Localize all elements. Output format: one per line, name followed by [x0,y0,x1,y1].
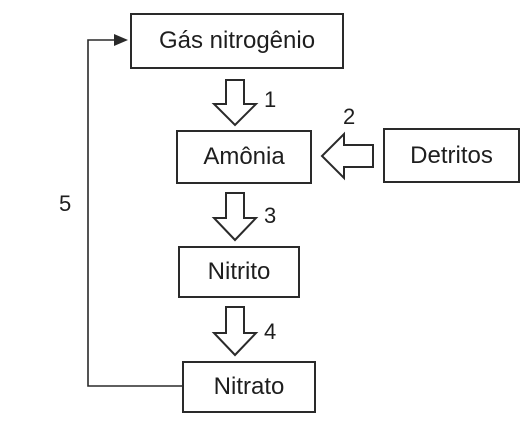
node-nitrato-label: Nitrato [213,373,285,400]
step-label-4: 4 [264,319,277,344]
node-gas-nitrogenio: Gás nitrogênio [130,13,344,69]
feedback-arrowhead [114,34,128,46]
node-nitrito: Nitrito [178,246,300,298]
arrow-1 [211,79,259,127]
arrow-2 [320,131,374,181]
node-detritos-label: Detritos [410,141,493,169]
step-label-3: 3 [264,203,277,228]
step-label-1: 1 [264,87,277,112]
step-label-2: 2 [343,104,356,129]
node-amonia: Amônia [176,130,312,184]
node-amonia-label: Amônia [203,143,285,170]
arrow-4 [211,306,259,357]
step-label-5: 5 [59,191,72,216]
feedback-line-5 [87,39,182,387]
node-nitrato: Nitrato [182,361,316,413]
node-nitrito-label: Nitrito [207,258,271,285]
arrow-3 [211,192,259,242]
node-detritos: Detritos [383,128,520,183]
node-gas-nitrogenio-label: Gás nitrogênio [158,27,316,54]
